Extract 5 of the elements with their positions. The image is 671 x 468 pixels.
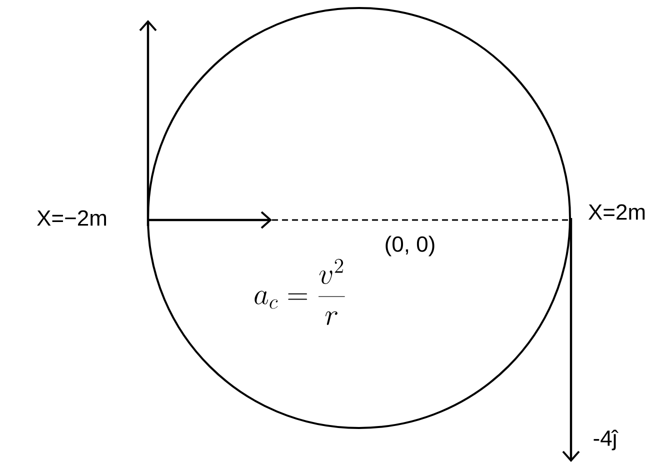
formula: $a_c = \frac{v^2}{r}$ — [254, 258, 345, 325]
axis-label: X=−2m — [37, 210, 106, 226]
axis-label: -4ĵ — [594, 430, 618, 450]
axis-label: X=2m — [588, 204, 645, 220]
axis-label: (0, 0) — [386, 236, 434, 256]
